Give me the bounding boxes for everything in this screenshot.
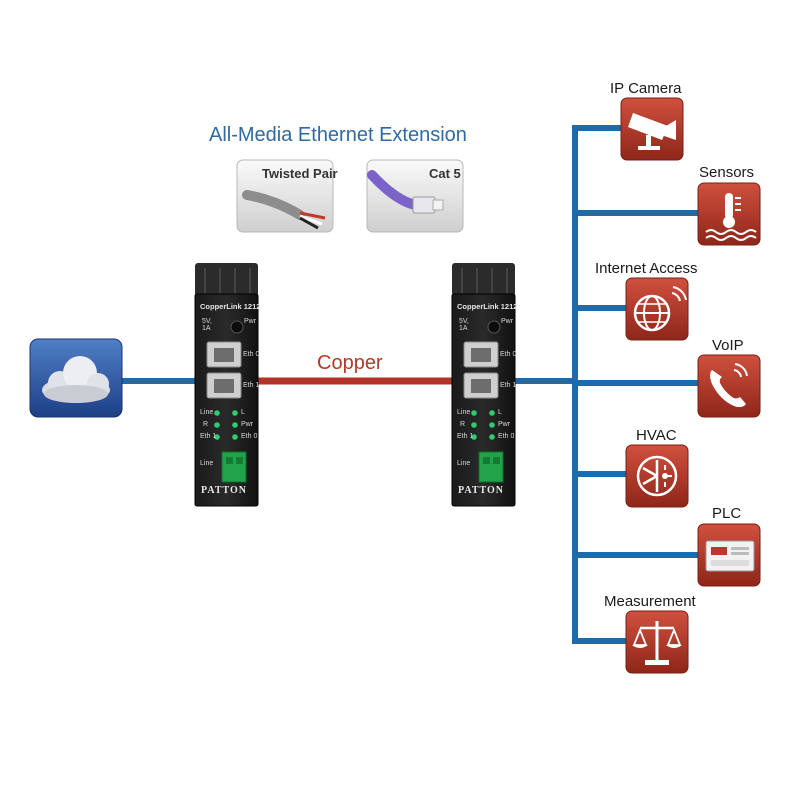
twisted-pair-cable-icon (242, 190, 326, 230)
status-leds (471, 410, 495, 440)
copper-link-label: Copper (317, 352, 383, 374)
endpoint-hvac (625, 444, 689, 508)
device-model-label: CopperLink 1212 (457, 302, 518, 311)
scale-icon (632, 621, 682, 665)
led-eth1-label: Eth 1 (200, 433, 217, 440)
cloud-node (29, 338, 123, 418)
eth1-port-label: Eth 1 (500, 382, 517, 389)
status-leds (214, 410, 238, 440)
led-pwr-label: Pwr (498, 421, 511, 428)
terminal-block (478, 451, 504, 483)
twisted-pair-card (236, 159, 334, 233)
led-r-label: R (203, 421, 209, 428)
copperlink-device-left (194, 263, 259, 507)
led-line-label: Line (200, 409, 214, 416)
cloud-icon (42, 356, 110, 403)
pwr-port-label: Pwr (501, 318, 514, 325)
plc-icon (705, 540, 755, 572)
endpoint-label-voip: VoIP (712, 337, 744, 354)
led-eth1-label: Eth 1 (457, 433, 474, 440)
led-pwr-label: Pwr (241, 421, 254, 428)
led-r-label: R (460, 421, 466, 428)
endpoint-sensors (697, 182, 761, 246)
power-jack (230, 320, 244, 334)
phone-icon (710, 363, 748, 408)
pwr-port-label: Pwr (244, 318, 257, 325)
globe-icon (633, 286, 687, 332)
power-spec-label: 5V, 1A (202, 318, 212, 332)
endpoint-internet-access (625, 277, 689, 341)
led-eth0-label: Eth 0 (498, 433, 515, 440)
power-jack (487, 320, 501, 334)
endpoint-label-sensors: Sensors (699, 164, 755, 181)
thermometer-icon (705, 193, 757, 241)
eth0-port-label: Eth 0 (243, 351, 260, 358)
brand-logo: PATTON (201, 485, 248, 496)
diagram-title: All-Media Ethernet Extension (209, 124, 467, 146)
led-line-label: Line (457, 409, 471, 416)
endpoint-plc (697, 523, 761, 587)
endpoint-label-ip-camera: IP Camera (610, 80, 682, 97)
led-l-label: L (498, 409, 502, 416)
cat5-cable-icon (367, 170, 444, 214)
eth1-port-label: Eth 1 (243, 382, 260, 389)
endpoint-label-plc: PLC (712, 505, 742, 522)
terminal-block (221, 451, 247, 483)
twisted-pair-label: Twisted Pair (262, 166, 338, 181)
led-l-label: L (241, 409, 245, 416)
terminal-line-label: Line (200, 460, 214, 467)
terminal-line-label: Line (457, 460, 471, 467)
endpoint-measurement (625, 610, 689, 674)
cat5-card (366, 159, 464, 233)
endpoint-label-hvac: HVAC (636, 427, 677, 444)
led-eth0-label: Eth 0 (241, 433, 258, 440)
camera-icon (628, 113, 676, 150)
endpoint-voip (697, 354, 761, 418)
endpoint-label-internet-access: Internet Access (595, 260, 698, 277)
eth0-port-label: Eth 0 (500, 351, 517, 358)
cat5-label: Cat 5 (429, 166, 461, 181)
brand-logo: PATTON (458, 485, 505, 496)
copperlink-device-right (451, 263, 516, 507)
power-spec-label: 5V, 1A (459, 318, 469, 332)
endpoint-ip-camera (620, 97, 684, 161)
device-model-label: CopperLink 1212 (200, 302, 261, 311)
network-links (120, 125, 702, 644)
endpoint-label-measurement: Measurement (604, 593, 696, 610)
hvac-icon (636, 455, 678, 497)
